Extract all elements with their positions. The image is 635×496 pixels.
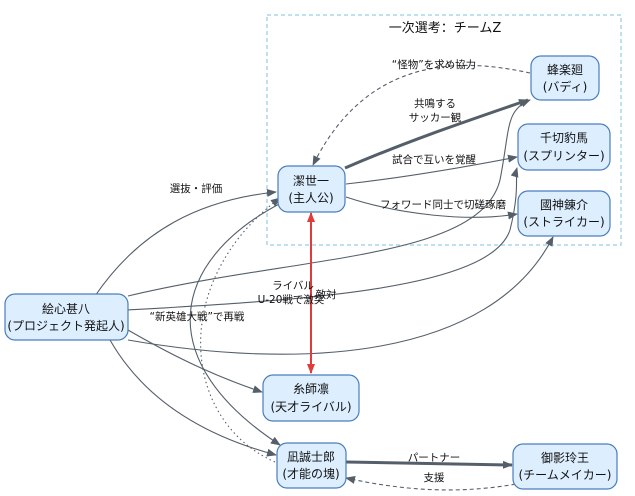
edge-label-rivalry-2: U-20戦で激突 [258, 293, 325, 306]
node-bachira-name: 蜂楽廻 [547, 63, 583, 77]
node-ego-name: 絵心甚八 [42, 301, 90, 316]
cluster-team-z: 一次選考：チームZ [266, 14, 622, 246]
node-ego[interactable]: 絵心甚八 (プロジェクト発起人) [4, 293, 129, 341]
node-kunigami-role: (ストライカー) [523, 215, 604, 229]
edges [94, 64, 554, 491]
edge-ego-rin [127, 329, 263, 393]
node-rin-role: (天才ライバル) [270, 400, 351, 414]
node-chigiri[interactable]: 千切豹馬 (スプリンター) [517, 123, 611, 171]
edge-ego-kunigami [127, 236, 554, 355]
node-isagi-role: (主人公) [288, 191, 333, 205]
edge-ego-isagi [94, 188, 277, 297]
node-reo-name: 御影玲王 [541, 450, 589, 465]
node-isagi-name: 潔世一 [293, 174, 329, 188]
edge-reo-nagi [345, 476, 537, 491]
node-bachira-role: (バディ) [543, 79, 588, 94]
node-reo[interactable]: 御影玲王 (チームメイカー) [512, 443, 618, 490]
node-bachira[interactable]: 蜂楽廻 (バディ) [530, 55, 600, 101]
edge-label-rivalry-3: 敵対 [316, 288, 337, 301]
edge-bachira-isagi [312, 64, 531, 166]
node-ego-role: (プロジェクト発起人) [7, 319, 124, 333]
node-nagi-role: (才能の塊) [282, 466, 339, 481]
node-chigiri-role: (スプリンター) [523, 149, 604, 163]
node-nagi-name: 凪誠士郎 [287, 450, 335, 464]
edge-label-resonance-2: サッカー観 [409, 111, 462, 124]
cluster-title: 一次選考：チームZ [389, 20, 502, 36]
node-kunigami-name: 國神錬介 [540, 197, 588, 212]
edge-nagi-reo [345, 460, 513, 469]
cluster-border [266, 14, 622, 246]
edge-label-bachira-isagi: “怪物”を求め協力 [392, 58, 476, 71]
node-rin-name: 糸師凛 [293, 381, 329, 396]
edge-ego-nagi [109, 339, 277, 457]
node-nagi[interactable]: 凪誠士郎 (才能の塊) [276, 442, 347, 489]
edge-nagi-isagi [200, 197, 281, 463]
edge-labels: “怪物”を求め協力 共鳴する サッカー観 試合で互いを覚醒 フォワード同士で切磋… [150, 58, 507, 484]
edge-isagi-nagi [189, 201, 284, 446]
node-kunigami[interactable]: 國神錬介 (ストライカー) [517, 190, 611, 237]
edge-isagi-bachira [344, 98, 529, 170]
edge-label-rivalry-1: ライバル [272, 280, 314, 292]
edge-isagi-chigiri [345, 154, 518, 185]
edge-label-reo-nagi: 支援 [424, 471, 445, 484]
edge-label-nagi-reo: パートナー [408, 452, 461, 464]
edge-ego-chigiri [127, 167, 519, 311]
node-rin[interactable]: 糸師凛 (天才ライバル) [262, 374, 360, 422]
node-chigiri-name: 千切豹馬 [540, 130, 588, 145]
edge-label-resonance-1: 共鳴する [414, 97, 456, 110]
edge-label-isagi-kunigami: フォワード同士で切磋琢磨 [380, 198, 506, 211]
edge-label-ego-isagi: 選抜・評価 [170, 182, 223, 195]
edge-label-ego-rin: “新英雄大戦”で再戦 [150, 310, 245, 323]
edge-ego-bachira [127, 99, 531, 297]
edge-label-isagi-chigiri: 試合で互いを覚醒 [392, 153, 476, 166]
edge-isagi-kunigami [345, 196, 518, 220]
node-reo-role: (チームメイカー) [518, 468, 611, 482]
node-isagi[interactable]: 潔世一 (主人公) [277, 165, 346, 213]
